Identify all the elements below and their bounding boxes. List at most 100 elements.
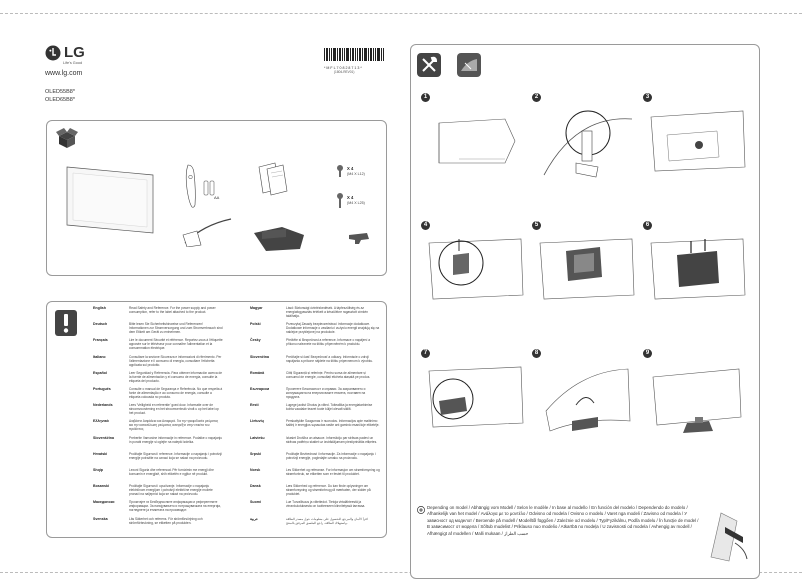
language-row: Български Прочетете Безопасност и справки… (250, 387, 380, 403)
step-number-badge: 3 (643, 93, 652, 102)
step-illustration (428, 238, 524, 300)
stand-base-drawing (182, 218, 232, 247)
soft-cloth-icon (457, 53, 481, 77)
language-name: Español (93, 370, 107, 375)
language-name: Ελληνικά (93, 419, 109, 424)
language-name: Suomi (250, 500, 261, 505)
language-name: Български (250, 387, 270, 391)
language-instruction: Prečítajte si časť Bezpečnosť a odkazy. … (286, 354, 374, 363)
language-name: Deutsch (93, 322, 108, 327)
language-instruction: Pročitajte Bezbednost i informacije. Za … (286, 451, 376, 460)
assembly-step-1: 1 (421, 93, 529, 213)
screw-long-spec: (M4 X L25) (347, 201, 365, 205)
language-instruction: Perskaitykite Saugumas ir nuorodos. Info… (286, 419, 380, 428)
barcode-bars (324, 48, 384, 61)
step-illustration (438, 118, 516, 164)
tv-panel-drawing (66, 166, 154, 234)
language-name: Svenska (93, 516, 108, 521)
step-illustration (652, 368, 742, 433)
language-instruction: Прочитајте ги Безбедносните информации и… (129, 500, 221, 513)
assembly-step-4: 4 (421, 221, 529, 341)
language-name: Slovenčina (250, 354, 269, 359)
language-instruction: Pročitajte Sigurnost i upućivanje. Infor… (129, 484, 213, 497)
step-number-badge: 1 (421, 93, 430, 102)
step-illustration (539, 238, 635, 300)
language-name: Français (93, 338, 108, 343)
language-row: Polski Przeczytaj Zasady bezpieczeństwa i… (250, 322, 380, 338)
step-number-badge: 9 (643, 349, 652, 358)
language-row: Lietuvių Perskaitykite Saugumas ir nuorod… (250, 419, 380, 435)
language-name: Hrvatski (93, 451, 108, 456)
language-instruction: Pročitajte Sigurnost i reference. Inform… (129, 451, 222, 460)
language-row: Deutsch Bitte lesen Sie Sicherheitshinwei… (93, 322, 223, 338)
language-instruction: اقرأ الأمان والمرجع. للحصول على معلومات … (286, 516, 368, 525)
language-instruction: Leer Seguridad y Referencia. Para obtene… (129, 370, 223, 383)
package-contents-panel: AA X 4 (M4 X L12) X 4 (M4 X L25) (46, 120, 387, 276)
step-illustration (428, 366, 524, 428)
language-name: Nederlands (93, 403, 113, 408)
language-row: Latviešu Izlasiet Drošība un atsauce. Inf… (250, 436, 380, 452)
language-row: عربية اقرأ الأمان والمرجع. للحصول على معل… (250, 517, 380, 533)
fold-guide-top (0, 13, 802, 14)
screw-long-count: X 4 (347, 195, 354, 200)
manual-booklets-drawing (258, 162, 288, 196)
language-instruction: Consulte o manual de Segurança e Referên… (129, 387, 223, 399)
language-name: Srpski (250, 451, 261, 456)
language-name: عربية (250, 516, 259, 521)
language-name: Lietuvių (250, 419, 264, 424)
website-url: www.lg.com (45, 70, 83, 77)
language-name: Magyar (250, 306, 263, 310)
stand-cover-drawing (254, 227, 304, 251)
language-instruction: Lire le document Sécurité et référence. … (129, 338, 223, 351)
language-row: Português Consulte o manual de Segurança … (93, 387, 223, 403)
language-instruction: Lue Turvallisuus ja viitetiedot. Tietoja… (286, 500, 366, 509)
language-instruction: Przeczytaj Zasady bezpieczeństwa i infor… (286, 322, 380, 335)
language-name: Slovenščina (93, 435, 114, 440)
lg-logo: LG (45, 44, 85, 66)
language-instruction: Lugege jaotist Ohutus ja viited. Toiteal… (286, 403, 373, 412)
language-name: Română (250, 370, 265, 375)
screw-short-icon (337, 165, 343, 177)
language-name: Česky (250, 338, 261, 343)
step-number-badge: 7 (421, 349, 430, 358)
language-name: Português (93, 387, 111, 391)
screw-short-spec: (M4 X L12) (347, 172, 365, 176)
lg-face-icon (45, 45, 61, 61)
model-number-55: OLED55B8* (45, 89, 75, 95)
barcode: * M F L 7 0 8 2 8 7 1 3 * (1804-REV01) (324, 48, 384, 74)
language-row: Slovenčina Prečítajte si časť Bezpečnosť … (250, 355, 380, 371)
wall-mount-drawing (710, 512, 748, 562)
language-row: Srpski Pročitajte Bezbednost i informacij… (250, 452, 380, 468)
tools-icon (417, 53, 441, 77)
assembly-step-3: 3 (643, 93, 751, 213)
remote-control-drawing (185, 164, 215, 208)
step-number-badge: 4 (421, 221, 430, 230)
language-name: Polski (250, 322, 261, 327)
language-instruction: Lexoni Siguria dhe referencat. Për furni… (129, 468, 214, 476)
warning-exclamation-icon (55, 310, 77, 336)
language-instruction: Прочетете Безопасност и справки. За захр… (286, 387, 366, 399)
language-name: Latviešu (250, 435, 265, 440)
language-name: Dansk (250, 484, 261, 489)
language-instruction: Læs Sikkerhed og reference. Du kan finde… (286, 484, 371, 497)
language-instruction: Izlasiet Drošība un atsauce. Informāciju… (286, 435, 378, 444)
language-row: Français Lire le document Sécurité et réf… (93, 338, 223, 354)
language-row: Suomi Lue Turvallisuus ja viitetiedot. Ti… (250, 500, 380, 516)
language-instruction: Přečtěte si Bezpečnost a reference. Info… (286, 338, 370, 347)
step-number-badge: 2 (532, 93, 541, 102)
language-instruction: Read Safety and Reference. For the power… (129, 306, 216, 314)
language-instruction: Bitte lesen Sie Sicherheitshinweise und … (129, 322, 223, 335)
